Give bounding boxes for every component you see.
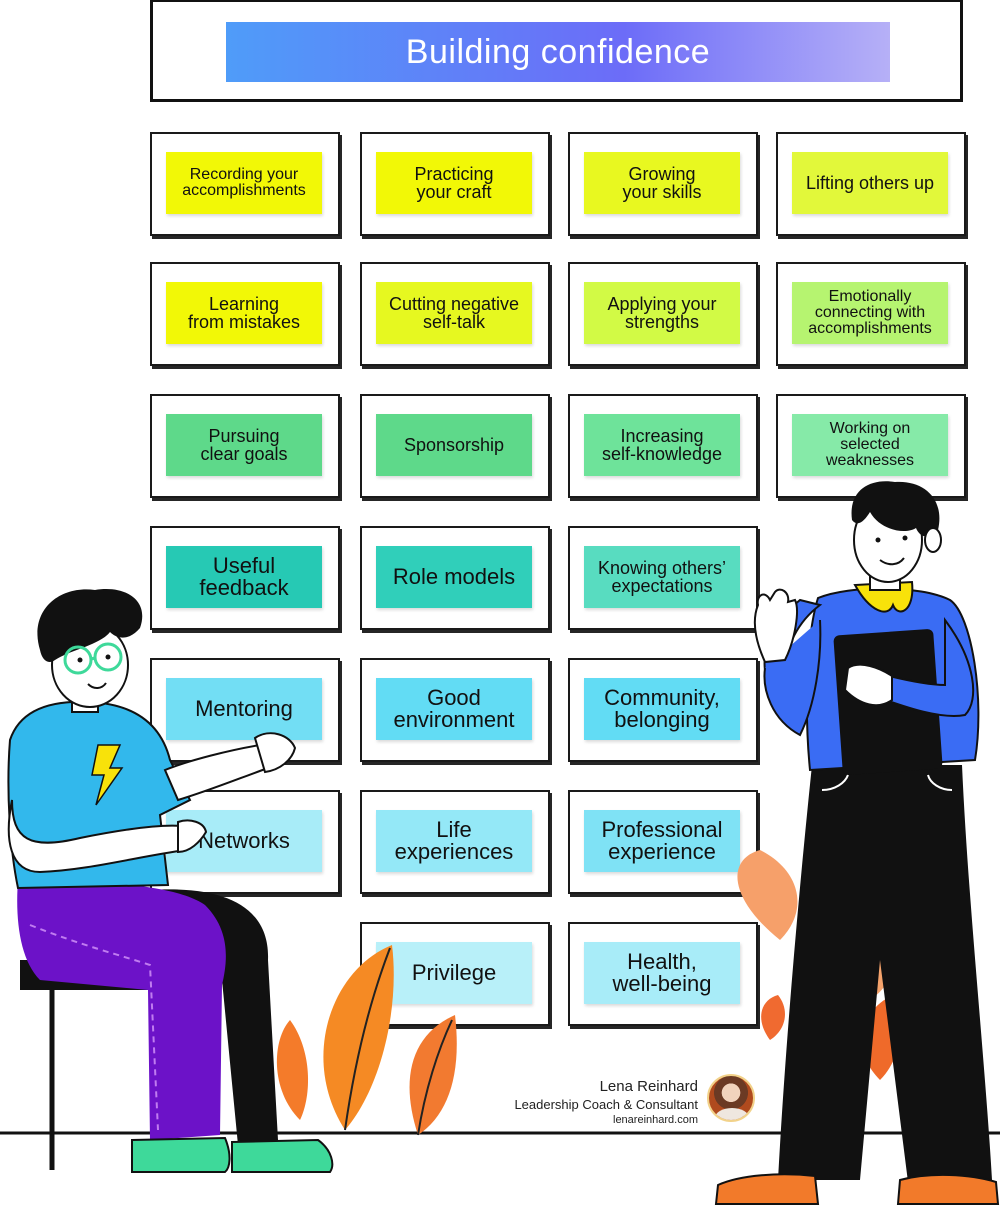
sticky-note: Cutting negative self-talk <box>376 282 532 344</box>
sticky-note: Emotionally connecting with accomplishme… <box>792 282 948 344</box>
sticky-note: Working on selected weaknesses <box>792 414 948 476</box>
sticky-note: Increasing self-knowledge <box>584 414 740 476</box>
sticky-note: Professional experience <box>584 810 740 872</box>
sticky-note: Growing your skills <box>584 152 740 214</box>
sticky-note: Role models <box>376 546 532 608</box>
sticky-note: Recording your accomplishments <box>166 152 322 214</box>
author-name: Lena Reinhard <box>599 1078 698 1095</box>
avatar <box>707 1074 755 1122</box>
sticky-note: Privilege <box>376 942 532 1004</box>
sticky-note: Sponsorship <box>376 414 532 476</box>
leaves-right <box>737 850 900 1080</box>
author-credit: Lena Reinhard Leadership Coach & Consult… <box>514 1078 698 1126</box>
page-title: Building confidence <box>226 22 890 82</box>
sticky-note: Good environment <box>376 678 532 740</box>
sticky-note: Lifting others up <box>792 152 948 214</box>
standing-person <box>714 481 1000 1205</box>
sticky-note: Useful feedback <box>166 546 322 608</box>
sticky-note: Life experiences <box>376 810 532 872</box>
author-role: Leadership Coach & Consultant <box>514 1097 698 1112</box>
sticky-note: Learning from mistakes <box>166 282 322 344</box>
sticky-note: Practicing your craft <box>376 152 532 214</box>
author-website: lenareinhard.com <box>613 1114 698 1126</box>
sticky-note: Applying your strengths <box>584 282 740 344</box>
sticky-note: Health, well-being <box>584 942 740 1004</box>
sticky-note: Pursuing clear goals <box>166 414 322 476</box>
sticky-note: Community, belonging <box>584 678 740 740</box>
sticky-note: Networks <box>166 810 322 872</box>
sticky-note: Knowing others’ expectations <box>584 546 740 608</box>
sticky-note: Mentoring <box>166 678 322 740</box>
